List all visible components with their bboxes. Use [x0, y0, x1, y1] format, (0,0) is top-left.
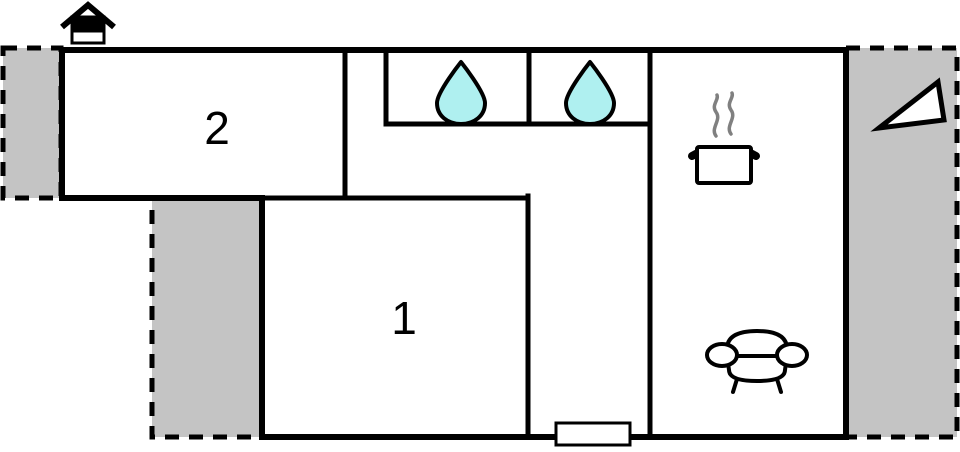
pot-body-icon	[695, 145, 753, 185]
interior-fill-lower	[262, 196, 846, 437]
pot-steam-right-icon	[727, 91, 735, 136]
sofa-icon	[705, 328, 809, 394]
water-drop-icon	[564, 60, 616, 126]
terrace-middle	[149, 195, 265, 440]
entrance-door-box-icon	[70, 29, 106, 45]
entrance-house-icon	[60, 1, 116, 45]
front-door-leaf[interactable]	[554, 421, 632, 447]
terrace-middle-area	[149, 195, 265, 440]
exterior-wall-outline	[59, 47, 849, 440]
water-drop-icon	[435, 60, 487, 126]
sofa-arm-right-icon	[775, 342, 809, 368]
sofa-leg-left-icon	[731, 377, 739, 394]
sofa-arm-left-icon	[705, 342, 739, 368]
terrace-left	[0, 45, 64, 201]
cooking-pot-icon	[688, 91, 760, 185]
terrace-triangle-icon	[870, 77, 947, 132]
pot-steam-left-icon	[712, 93, 720, 138]
entrance-upper-band-icon	[70, 15, 106, 33]
interior-walls	[259, 47, 653, 440]
sofa-leg-right-icon	[775, 377, 783, 394]
water-drop-left-icon	[435, 60, 487, 126]
front-door-opening[interactable]	[554, 421, 632, 447]
terrace-wedge-icon	[870, 77, 947, 132]
room-label-1: 1	[391, 292, 417, 344]
room-label-2: 2	[204, 102, 230, 154]
water-drop-right-icon	[564, 60, 616, 126]
terrace-left-area	[0, 45, 64, 201]
sofa-seat-icon	[724, 354, 790, 384]
exterior-walls	[59, 47, 849, 440]
